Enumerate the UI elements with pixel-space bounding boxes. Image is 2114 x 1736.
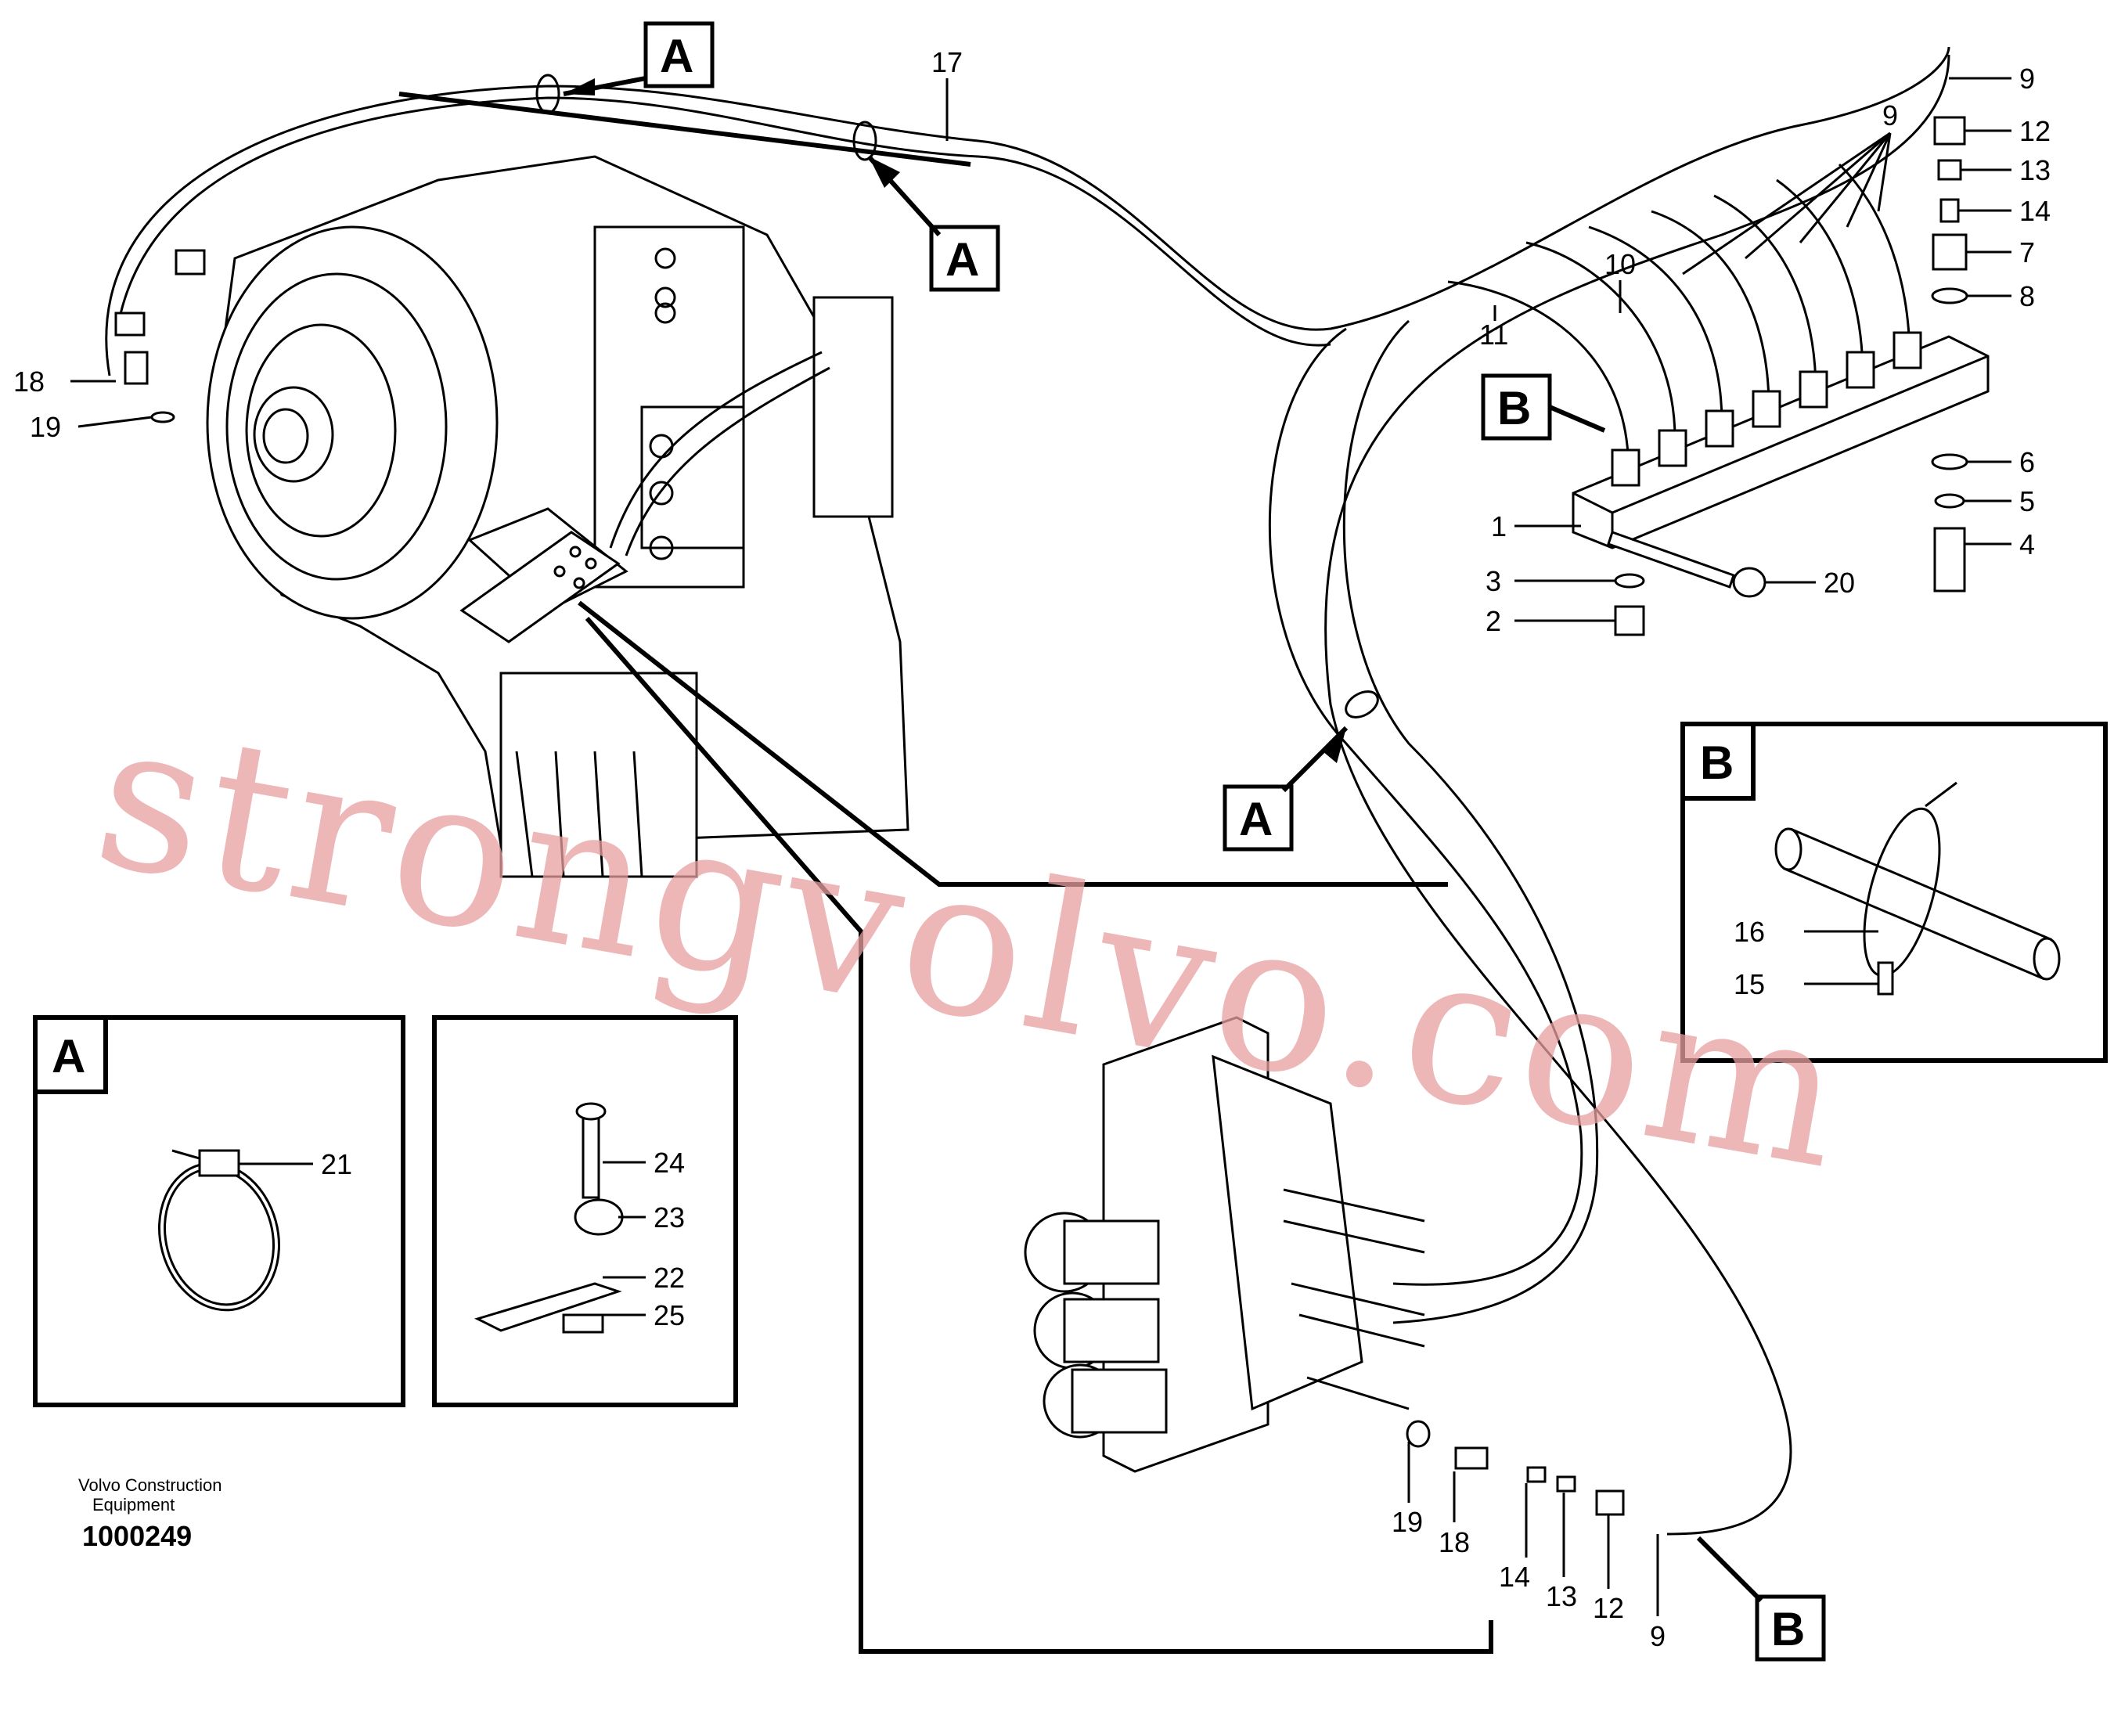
callout-24: 24	[654, 1147, 685, 1179]
callout-17: 17	[931, 46, 963, 78]
transmission-housing	[206, 155, 909, 878]
callout-8: 8	[2019, 280, 2035, 312]
callout-13-bottom: 13	[1546, 1580, 1577, 1612]
callout-16: 16	[1734, 916, 1765, 948]
bracket-assembly-icon	[474, 1102, 624, 1334]
callout-18-bottom: 18	[1439, 1526, 1470, 1558]
manifold-fittings	[1611, 331, 1922, 487]
cable-tie-icon	[157, 1149, 281, 1312]
hose-clamp-a	[1345, 690, 1379, 719]
callout-10: 10	[1604, 248, 1636, 280]
svg-text:A: A	[660, 30, 693, 82]
callout-1: 1	[1491, 510, 1507, 542]
detail-box-b: B 16 15	[1680, 722, 2108, 1063]
company-line-1: Volvo Construction	[78, 1475, 221, 1495]
pipe-with-cable-tie-icon	[1774, 781, 2061, 996]
callout-7: 7	[2019, 236, 2035, 268]
connector-plug	[459, 531, 621, 643]
svg-text:B: B	[1771, 1603, 1805, 1655]
callout-9-top: 9	[2019, 63, 2035, 95]
callout-4: 4	[2019, 528, 2035, 560]
callout-5: 5	[2019, 485, 2035, 517]
callout-11: 11	[1479, 319, 1508, 351]
callout-6: 6	[2019, 446, 2035, 478]
valve-pipes	[1283, 1188, 1425, 1410]
section-marker-b-block: B	[1481, 373, 1606, 441]
fitting-stack-right	[1931, 116, 1968, 592]
callout-13-top: 13	[2019, 154, 2051, 186]
callout-14-top: 14	[2019, 195, 2051, 227]
drawing-number: 1000249	[82, 1520, 192, 1552]
svg-text:B: B	[1497, 382, 1531, 434]
hose-clamp-top-2	[852, 121, 877, 161]
svg-text:A: A	[1239, 793, 1273, 845]
callout-25: 25	[654, 1299, 685, 1331]
callout-20: 20	[1824, 567, 1855, 599]
callout-9-group: 9	[1882, 99, 1898, 131]
callout-22: 22	[654, 1262, 685, 1294]
svg-text:A: A	[945, 233, 979, 286]
block-hardware	[1607, 531, 1766, 636]
manifold-block	[1572, 331, 1990, 549]
callout-23: 23	[654, 1201, 685, 1234]
detail-box-bracket: 24 23 22 25	[432, 1015, 738, 1407]
section-marker-a-top2: A	[866, 154, 1000, 292]
callout-12-top: 12	[2019, 115, 2051, 147]
fitting-stack-left	[114, 249, 206, 423]
section-marker-b-bottom: B	[1696, 1536, 1826, 1662]
hose-clamp-top-1	[535, 74, 560, 114]
callout-12-bottom: 12	[1593, 1592, 1624, 1624]
callouts-main: 17 9 12 13 14 7 8 9 10 11 6 5 4 1 3 2	[13, 46, 2051, 1652]
detail-box-a-label: A	[52, 1030, 85, 1082]
section-marker-a-top1: A	[563, 21, 715, 96]
callout-2: 2	[1486, 605, 1501, 637]
section-marker-a-mid: A	[1223, 726, 1349, 852]
company-line-2: Equipment	[92, 1495, 175, 1514]
callout-14-bottom: 14	[1499, 1561, 1530, 1593]
callout-19-bottom: 19	[1392, 1506, 1423, 1538]
hose-routing	[105, 46, 1950, 1536]
callout-3: 3	[1486, 565, 1501, 597]
callout-9-bottom: 9	[1650, 1620, 1666, 1652]
enlargement-outline	[578, 600, 1448, 887]
control-valve	[1024, 1016, 1625, 1516]
footer-credits: Volvo Construction Equipment 1000249	[78, 1475, 221, 1552]
detail-box-b-label: B	[1700, 737, 1734, 789]
callout-21: 21	[321, 1148, 352, 1180]
detail-box-a: A 21	[33, 1015, 405, 1407]
callout-15: 15	[1734, 968, 1765, 1000]
callout-18-left: 18	[13, 366, 45, 398]
callout-19-left: 19	[30, 411, 61, 443]
